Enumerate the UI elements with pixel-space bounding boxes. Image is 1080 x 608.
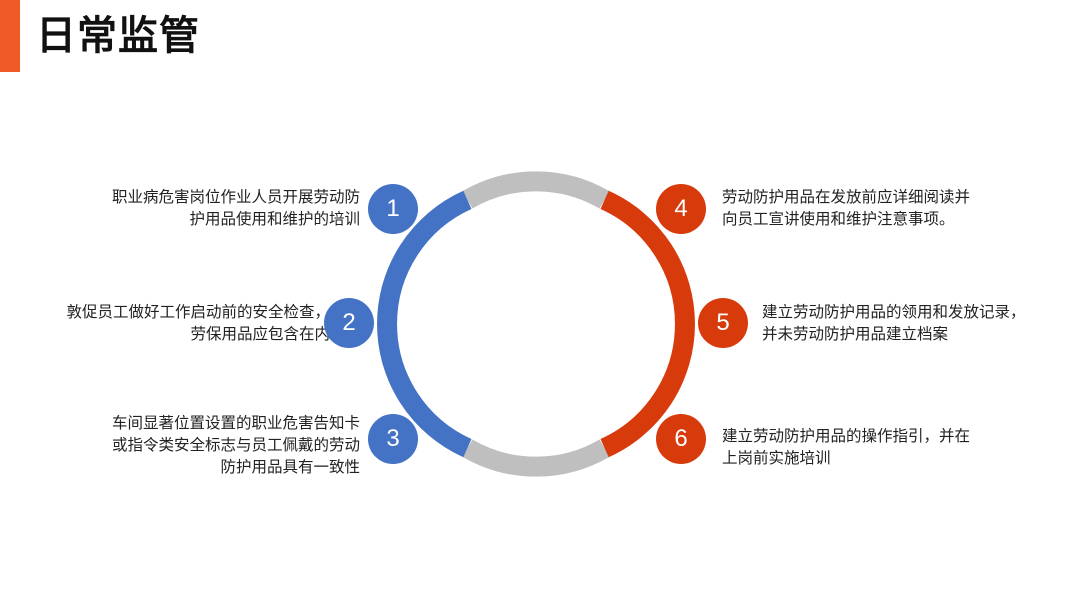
ring-arc-left-blue (377, 190, 472, 458)
ring-arc-right-orange (600, 190, 695, 458)
item-4-badge: 4 (656, 184, 706, 234)
item-5-badge: 5 (698, 298, 748, 348)
item-6-badge: 6 (656, 414, 706, 464)
item-5-text: 建立劳动防护用品的领用和发放记录， 并未劳动防护用品建立档案 (762, 303, 1026, 343)
page-title: 日常监管 (36, 13, 200, 59)
item-3-badge: 3 (368, 414, 418, 464)
title-accent-bar (0, 0, 20, 72)
item-2-badge: 2 (324, 298, 374, 348)
item-1-text: 职业病危害岗位作业人员开展劳动防 护用品使用和维护的培训 (111, 188, 360, 228)
item-1-badge: 1 (368, 184, 418, 234)
ring-arc-bottom-gray (462, 439, 610, 477)
item-4-text: 劳动防护用品在发放前应详细阅读并 向员工宣讲使用和维护注意事项。 (722, 188, 971, 228)
item-3-text: 车间显著位置设置的职业危害告知卡 或指令类安全标志与员工佩戴的劳动 防护用品具有… (111, 414, 360, 476)
ring-arc-top-gray (462, 171, 610, 209)
item-6-text: 建立劳动防护用品的操作指引，并在 上岗前实施培训 (722, 427, 971, 467)
item-2-text: 敦促员工做好工作启动前的安全检查， 劳保用品应包含在内 (66, 303, 330, 343)
